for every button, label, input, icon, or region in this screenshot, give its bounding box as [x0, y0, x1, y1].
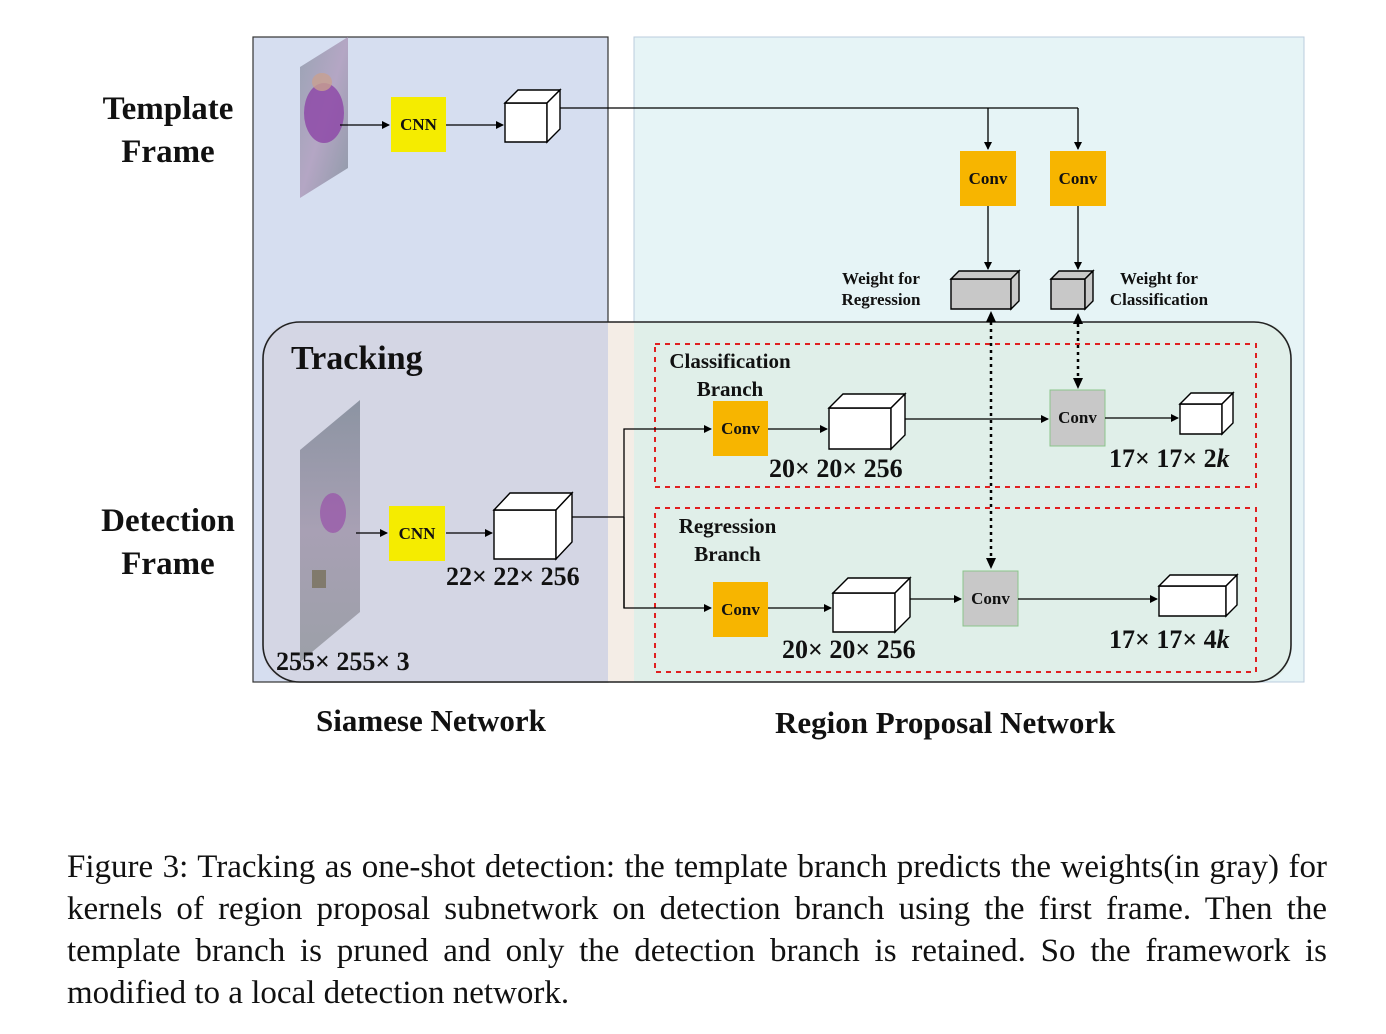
connector-lines [340, 107, 1179, 612]
regression-weight-conv-box [960, 151, 1016, 206]
reg-gray-conv-box [962, 570, 1019, 627]
reg-output-dims: 17× 17× 4k [1109, 625, 1230, 654]
detection-feature-cube [492, 491, 574, 561]
cls-feature-cube [827, 392, 907, 451]
reg-feature-cube [831, 576, 912, 634]
classification-weight-conv-box [1050, 151, 1106, 206]
regression-branch-label: Regression Branch [678, 514, 777, 566]
arrow-split-to-reg-conv [623, 517, 712, 612]
cls-link-arrowhead-bottom [1073, 378, 1083, 389]
cls-weight-conv-label: Conv [1058, 168, 1098, 188]
template-feature-cube [503, 88, 562, 144]
tracking-label: Tracking [291, 340, 423, 377]
detection-cnn-box [389, 506, 445, 561]
tracking-panel-border [262, 321, 1292, 683]
regression-weight-cube [949, 269, 1021, 311]
rpn-title: Region Proposal Network [775, 705, 1116, 740]
classification-branch-box [654, 343, 1257, 488]
template-frame-label: Template Frame [102, 91, 234, 170]
reg-output-cube [1157, 573, 1239, 618]
cls-output-cube [1178, 391, 1235, 436]
template-cnn-box [391, 97, 446, 152]
reg-feature-dims: 20× 20× 256 [782, 635, 916, 664]
cls-branch-conv-label: Conv [721, 418, 760, 438]
classification-branch-label: Classification Branch [669, 349, 791, 401]
dotted-weight-links [989, 322, 1080, 560]
reg-branch-conv-label: Conv [721, 599, 760, 619]
weight-for-classification-label: Weight for Classification [1109, 269, 1209, 309]
cls-gray-conv-label: Conv [1058, 408, 1097, 427]
template-frame-image [300, 37, 348, 198]
rpn-left-strip [608, 322, 634, 682]
detection-cnn-label: CNN [398, 523, 436, 543]
template-cnn-label: CNN [400, 114, 437, 134]
detection-frame-image [300, 400, 360, 662]
tracking-panel-right [634, 322, 1291, 682]
cls-feature-dims: 20× 20× 256 [769, 454, 903, 483]
dotted-link-arrowheads [986, 311, 1083, 569]
figure-caption: Figure 3: Tracking as one-shot detection… [67, 849, 1327, 1011]
cls-link-arrowhead-top [1073, 313, 1083, 324]
reg-gray-conv-label: Conv [971, 588, 1010, 608]
cls-gray-conv-box [1049, 389, 1106, 447]
siamese-network-title: Siamese Network [316, 703, 546, 738]
regression-branch-box [654, 507, 1257, 673]
classification-weight-cube [1049, 269, 1095, 311]
weight-for-regression-label: Weight for Regression [841, 269, 921, 309]
reg-link-arrowhead-bottom [986, 558, 996, 569]
detection-frame-label: Detection Frame [101, 503, 235, 582]
reg-weight-conv-label: Conv [968, 168, 1008, 188]
cls-output-dims: 17× 17× 2k [1109, 444, 1230, 473]
cls-branch-conv-box [713, 401, 768, 456]
reg-branch-conv-box [713, 582, 768, 637]
reg-link-arrowhead-top [986, 311, 996, 322]
detection-input-dims: 255× 255× 3 [276, 647, 410, 676]
detection-feature-dims: 22× 22× 256 [446, 562, 580, 591]
